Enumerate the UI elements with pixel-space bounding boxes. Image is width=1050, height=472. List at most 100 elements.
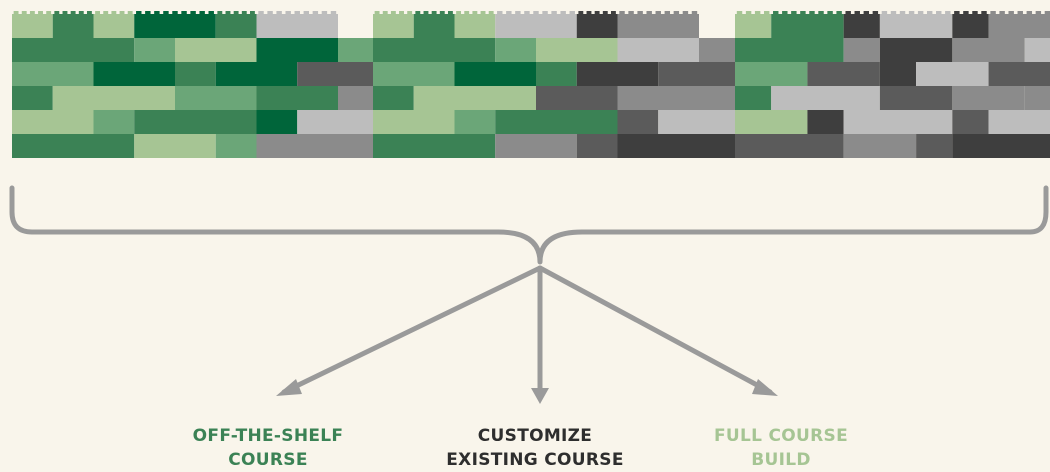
brick <box>215 14 257 38</box>
brick <box>1024 86 1050 110</box>
brick-stud <box>881 11 888 14</box>
option-full-build: FULL COURSE BUILD <box>661 424 901 472</box>
brick <box>256 134 379 158</box>
brick-stud <box>431 11 437 14</box>
brick-stud <box>586 11 592 14</box>
brick-stud <box>190 11 196 14</box>
brick-stud <box>569 11 575 14</box>
brick-stud <box>560 11 566 14</box>
brick-stud <box>472 11 478 14</box>
brick <box>215 62 298 86</box>
brick <box>699 38 740 62</box>
arrowhead-right <box>752 379 778 396</box>
brick <box>256 14 338 38</box>
brick-stud <box>46 11 52 14</box>
brick-stud <box>673 11 680 14</box>
brick <box>495 38 536 62</box>
brick-stud <box>610 11 616 14</box>
brick-stud <box>62 11 68 14</box>
brick <box>735 14 772 38</box>
brick <box>617 86 699 110</box>
brick <box>93 110 135 134</box>
brick-panels <box>12 11 1050 158</box>
brick-panel-off-the-shelf <box>12 11 379 158</box>
brick <box>735 38 844 62</box>
option-customize-line1: CUSTOMIZE <box>477 426 593 446</box>
brick-stud <box>863 11 870 14</box>
brick-stud <box>854 11 860 14</box>
option-customize-line2: EXISTING COURSE <box>446 450 624 470</box>
brick-stud <box>655 11 661 14</box>
brick <box>536 62 577 86</box>
brick-stud <box>399 11 404 14</box>
brick-stud <box>423 11 429 14</box>
brick <box>134 14 216 38</box>
brick-stud <box>127 11 133 14</box>
brick-stud <box>899 11 906 14</box>
brick <box>952 134 1050 158</box>
option-full-build-line1: FULL COURSE <box>714 426 848 446</box>
brick <box>699 86 740 110</box>
brick-stud <box>29 11 35 14</box>
brick <box>454 14 496 38</box>
brick <box>297 62 379 86</box>
brick <box>952 14 989 38</box>
brick-stud <box>515 11 521 14</box>
brick-stud <box>267 11 273 14</box>
brick-stud <box>415 11 421 14</box>
brick <box>576 62 659 86</box>
brick-stud <box>497 11 503 14</box>
brick-stud <box>782 11 788 14</box>
option-off-the-shelf-line1: OFF-THE-SHELF <box>192 426 344 446</box>
brick-stud <box>800 11 806 14</box>
brick-stud <box>542 11 548 14</box>
brick <box>297 110 379 134</box>
option-customize: CUSTOMIZE EXISTING COURSE <box>415 424 655 472</box>
brick-stud <box>70 11 76 14</box>
brick-stud <box>217 11 223 14</box>
brick <box>373 110 455 134</box>
brick <box>175 62 216 86</box>
brick-stud <box>78 11 84 14</box>
brick <box>843 38 880 62</box>
brick <box>495 110 618 134</box>
brick <box>373 134 496 158</box>
brick <box>807 110 844 134</box>
brick <box>952 86 1025 110</box>
brick <box>771 86 880 110</box>
brick-stud <box>86 11 92 14</box>
brick-stud <box>225 11 231 14</box>
brick <box>12 134 135 158</box>
brick-stud <box>488 11 494 14</box>
brick-stud <box>908 11 915 14</box>
brick-stud <box>754 11 761 14</box>
arrow-line-right <box>537 265 773 395</box>
brick-stud <box>1017 11 1023 14</box>
brick-stud <box>54 11 60 14</box>
brick-stud <box>447 11 453 14</box>
brick-stud <box>21 11 27 14</box>
brick-stud <box>136 11 142 14</box>
option-off-the-shelf-line2: COURSE <box>228 450 308 470</box>
brick-stud <box>981 11 987 14</box>
brick-stud <box>163 11 169 14</box>
brick-stud <box>836 11 842 14</box>
brick-stud <box>1008 11 1014 14</box>
brick <box>735 134 844 158</box>
brick-stud <box>111 11 117 14</box>
brick <box>843 14 880 38</box>
arrow-line-left <box>281 265 543 395</box>
option-full-build-line2: BUILD <box>751 450 811 470</box>
brick <box>373 86 414 110</box>
brick-stud <box>276 11 282 14</box>
brick <box>175 38 257 62</box>
brick <box>536 38 618 62</box>
brick-stud <box>294 11 300 14</box>
brick-stud <box>936 11 942 14</box>
brick-stud <box>407 11 413 14</box>
brick <box>134 110 257 134</box>
brick <box>12 110 94 134</box>
brick-stud <box>480 11 486 14</box>
brick <box>373 38 496 62</box>
brick <box>413 86 536 110</box>
